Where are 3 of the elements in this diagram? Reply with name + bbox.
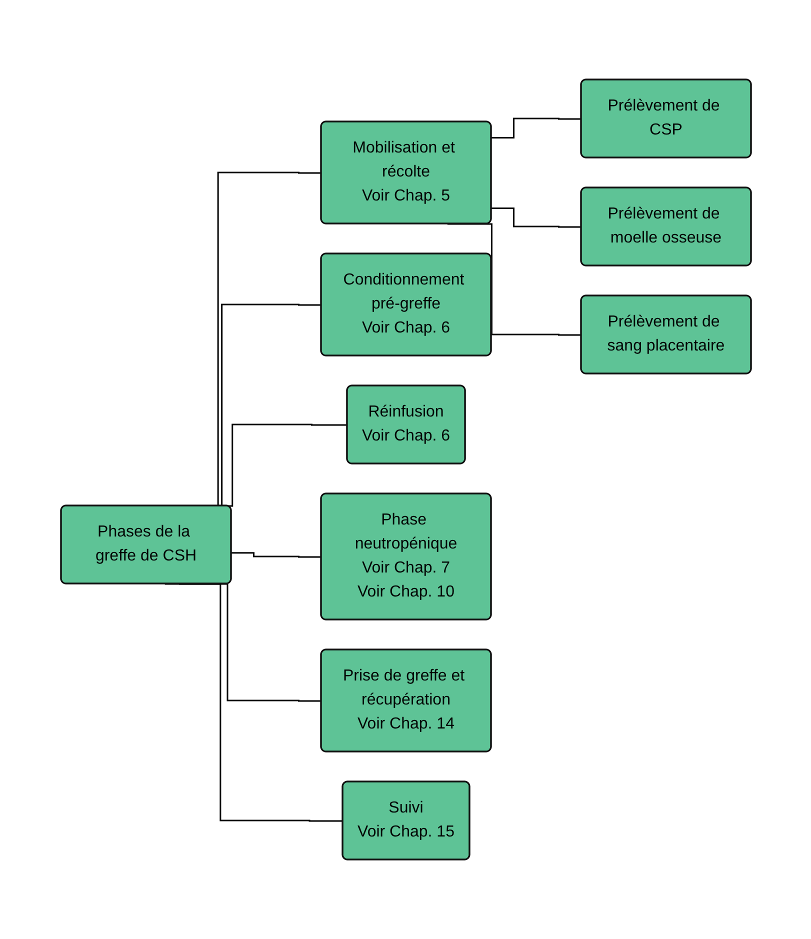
connector xyxy=(231,552,321,558)
connector xyxy=(491,208,581,228)
connector xyxy=(491,118,581,138)
